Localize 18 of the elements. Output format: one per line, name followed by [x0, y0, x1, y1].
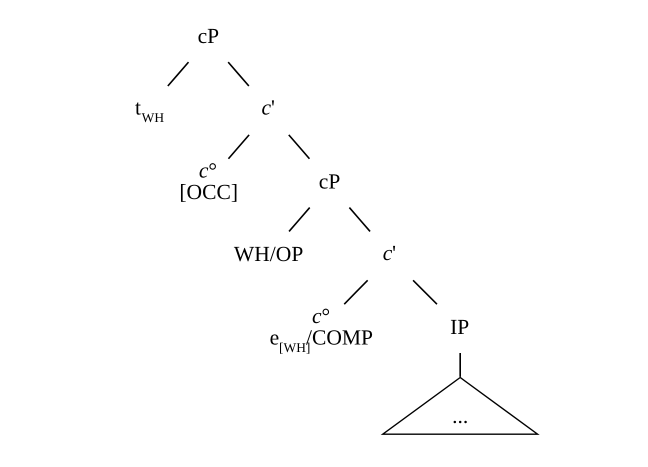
connector	[343, 280, 368, 305]
connector	[288, 134, 310, 160]
node-text: c° e$_{[WH]}$/COMP	[269, 304, 372, 356]
node-text: c° [OCC]	[178, 158, 238, 204]
node-text: c'	[261, 95, 274, 120]
node-text: cP	[318, 169, 340, 194]
connector	[227, 134, 250, 160]
node-text: IP	[450, 314, 469, 339]
node-text: t$_{WH}$	[134, 95, 164, 125]
node-text: WH/OP	[233, 242, 303, 266]
node-text: c'	[382, 240, 396, 265]
connector	[166, 62, 189, 87]
connector	[458, 353, 460, 377]
connector	[348, 207, 370, 232]
connector	[227, 62, 249, 87]
connector	[412, 280, 438, 305]
connector	[288, 207, 310, 232]
node-text: cP	[197, 24, 219, 48]
